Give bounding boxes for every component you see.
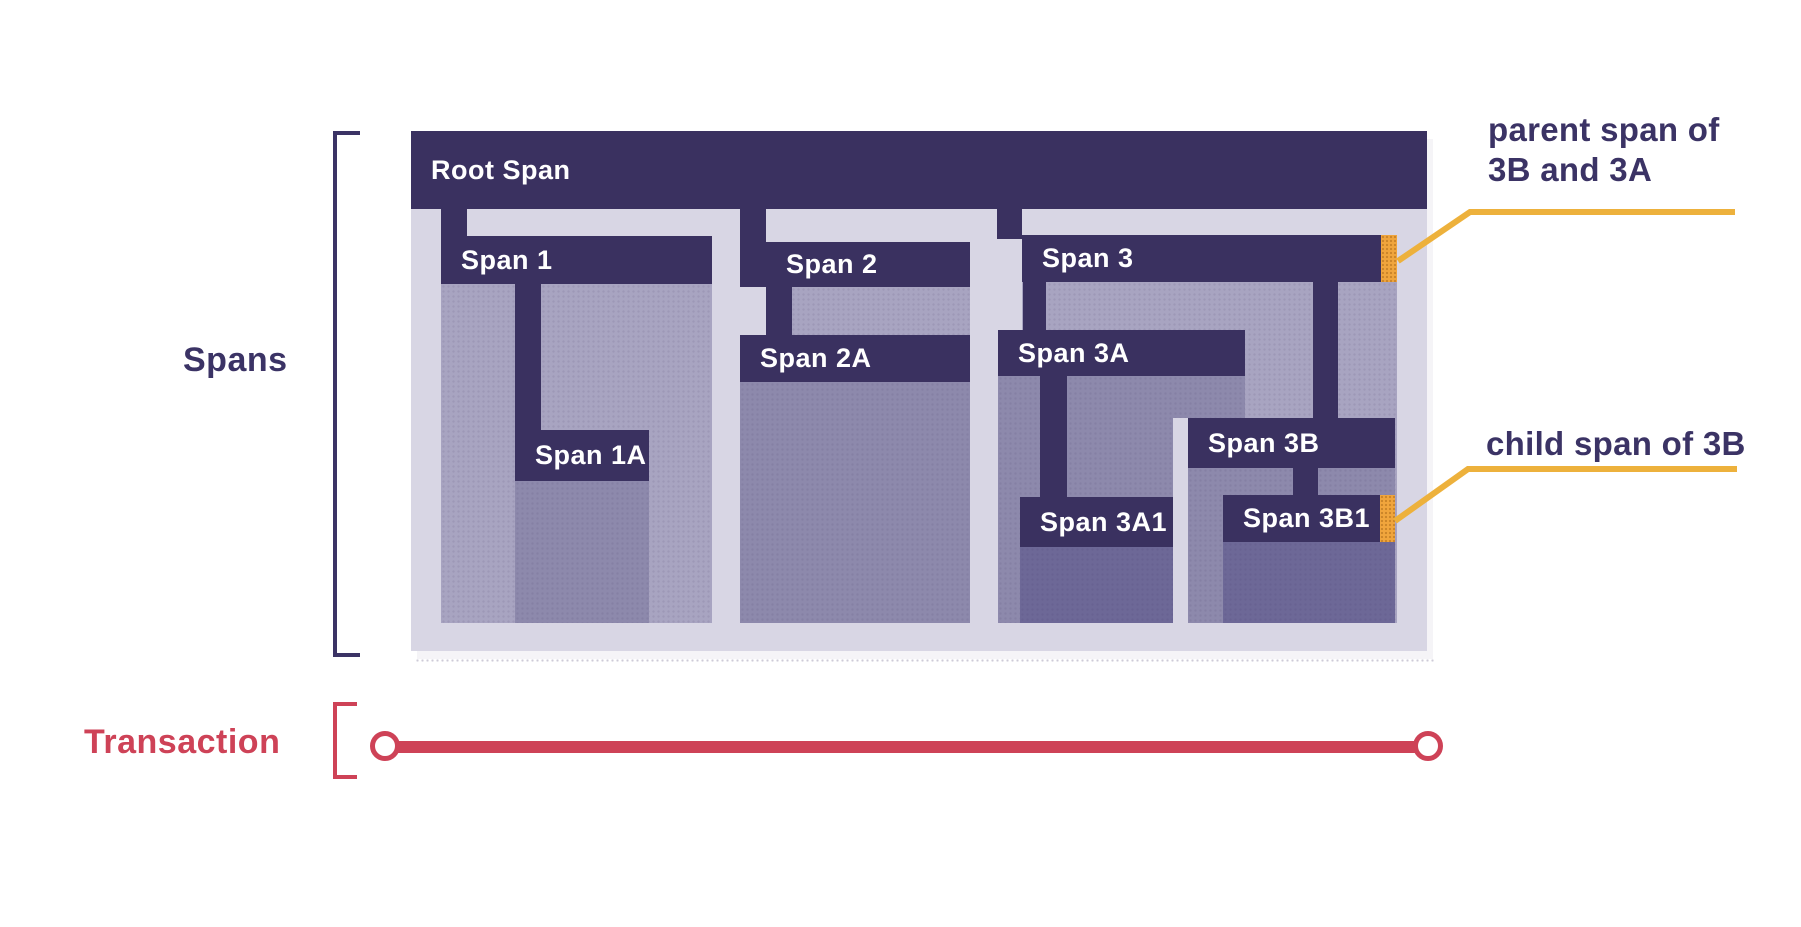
child-span-marker: [1380, 495, 1395, 542]
span-3-label: Span 3: [1042, 243, 1134, 273]
parent-annotation-callout-line: [1396, 209, 1735, 264]
root-span-bar: Root Span: [411, 131, 1427, 209]
connector-span3b-to-span3b1: [1293, 468, 1318, 499]
span-3-bar: Span 3: [1022, 235, 1397, 282]
span-1-bar: Span 1: [441, 236, 712, 284]
span-3a1-bar: Span 3A1: [1020, 497, 1173, 547]
connector-span3-to-span3a: [1023, 282, 1046, 334]
connector-span2-to-span2a: [766, 283, 792, 339]
span-1a-bar: Span 1A: [515, 430, 649, 481]
span-3b1-bar: Span 3B1: [1223, 495, 1395, 542]
transaction-timeline: [398, 741, 1415, 753]
child-span-annotation: child span of 3B: [1486, 425, 1746, 462]
connector-span1-to-span1a: [515, 284, 541, 434]
span-3a-label: Span 3A: [1018, 337, 1130, 368]
connector-span3a-to-span3a1: [1040, 376, 1067, 501]
span-2a-label: Span 2A: [760, 343, 872, 373]
span-2a-duration-fill: [740, 382, 970, 623]
span-3a1-label: Span 3A1: [1040, 506, 1168, 537]
span-3b1-duration-fill: [1223, 542, 1395, 623]
spans-bracket-bottom-tick: [333, 653, 360, 657]
span-3b-label: Span 3B: [1208, 427, 1320, 458]
span-2-label: Span 2: [786, 249, 878, 279]
span-3b-bar: Span 3B: [1188, 418, 1395, 468]
connector-span3-to-span3b: [1313, 282, 1338, 422]
parent-span-annotation-line1: parent span of: [1488, 111, 1720, 148]
connector-root-to-span3: [997, 209, 1022, 239]
trace-container: Root Span Span 1 Span 1A Span 2 Span 2A …: [411, 131, 1435, 663]
spans-bracket-top-tick: [333, 131, 360, 135]
span-1a-label: Span 1A: [535, 440, 647, 470]
spans-label: Spans: [183, 341, 288, 379]
span-1-label: Span 1: [461, 244, 553, 275]
transaction-bracket-top-tick: [333, 702, 357, 706]
transaction-label: Transaction: [84, 723, 281, 761]
span-3a1-duration-fill: [1020, 547, 1173, 623]
transaction-bracket-bottom-tick: [333, 775, 357, 779]
connector-root-to-span2: [740, 209, 766, 287]
span-3b1-label: Span 3B1: [1243, 503, 1371, 533]
parent-span-annotation-line2: 3B and 3A: [1488, 151, 1653, 188]
subtree-gap-strip: [1173, 418, 1188, 623]
parent-span-marker: [1381, 235, 1397, 282]
parent-span-annotation: parent span of 3B and 3A: [1488, 110, 1720, 190]
span-2a-bar: Span 2A: [740, 335, 970, 382]
transaction-end-circle: [1413, 731, 1443, 761]
span-3a-bar: Span 3A: [998, 330, 1245, 376]
transaction-bracket-vertical: [333, 702, 337, 779]
connector-root-to-span1: [441, 209, 467, 240]
span-1a-duration-fill: [515, 481, 649, 623]
spans-bracket-vertical: [333, 131, 337, 657]
root-span-label: Root Span: [431, 154, 571, 185]
transaction-start-circle: [370, 731, 400, 761]
child-annotation-callout-line: [1393, 466, 1737, 524]
span-2-bar: Span 2: [766, 242, 970, 287]
